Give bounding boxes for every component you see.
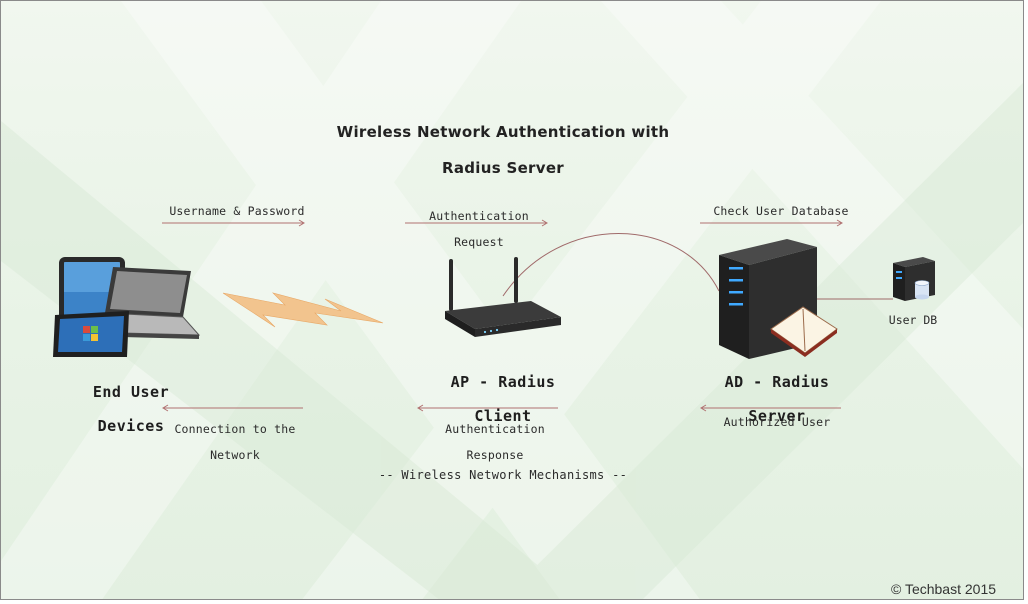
- connection-line-2: Network: [210, 448, 260, 462]
- flow-label-auth-request: Authentication Request: [393, 197, 565, 262]
- windows-tablet-icon: [53, 311, 129, 357]
- auth-response-line-1: Authentication: [445, 422, 545, 436]
- connection-line-1: Connection to the: [174, 422, 296, 436]
- ad-line-1: AD - Radius: [724, 373, 830, 391]
- flow-label-auth-response: Authentication Response: [409, 410, 581, 475]
- arrowhead-connection: [162, 404, 169, 412]
- arrowhead-auth-response: [417, 404, 424, 412]
- end-user-devices-icon: [53, 257, 201, 357]
- end-user-line-2: Devices: [97, 417, 165, 435]
- flow-label-username-password: Username & Password: [169, 204, 305, 218]
- flow-label-connection: Connection to the Network: [149, 410, 321, 475]
- auth-request-line-1: Authentication: [429, 209, 529, 223]
- copyright-text: © Techbast 2015: [891, 581, 997, 597]
- book-icon: [770, 306, 838, 357]
- wireless-signal-icon: [223, 292, 384, 328]
- arrowhead-auth-request: [541, 219, 548, 227]
- ad-line-2: Server: [748, 407, 806, 425]
- arrowhead-username-password: [298, 219, 305, 227]
- node-label-ad: AD - Radius Server: [695, 357, 859, 442]
- arrowhead-authorized-user: [700, 404, 707, 412]
- diagram-title: Wireless Network Authentication with Rad…: [263, 105, 743, 195]
- ap-line-1: AP - Radius: [450, 373, 556, 391]
- auth-response-line-2: Response: [466, 448, 524, 462]
- arrowhead-check-db: [836, 219, 843, 227]
- flow-label-authorized-user: Authorized User: [723, 415, 831, 429]
- title-line-1: Wireless Network Authentication with: [336, 123, 670, 141]
- server-icon: [719, 239, 838, 359]
- node-label-end-user: End User Devices: [51, 367, 211, 452]
- database-cylinder-icon: [914, 280, 930, 300]
- node-label-user-db: User DB: [888, 313, 938, 327]
- end-user-line-1: End User: [92, 383, 170, 401]
- router-icon: [445, 257, 561, 337]
- link-ap-server: [502, 233, 720, 297]
- ap-line-2: Client: [474, 407, 532, 425]
- database-server-icon: [893, 257, 935, 301]
- router-antenna-right: [514, 257, 518, 303]
- diagram-footer: -- Wireless Network Mechanisms --: [378, 468, 628, 482]
- node-label-ap: AP - Radius Client: [421, 357, 585, 442]
- flow-label-check-db: Check User Database: [713, 204, 849, 218]
- title-line-2: Radius Server: [441, 159, 564, 177]
- auth-request-line-2: Request: [454, 235, 504, 249]
- router-antenna-left: [449, 259, 453, 311]
